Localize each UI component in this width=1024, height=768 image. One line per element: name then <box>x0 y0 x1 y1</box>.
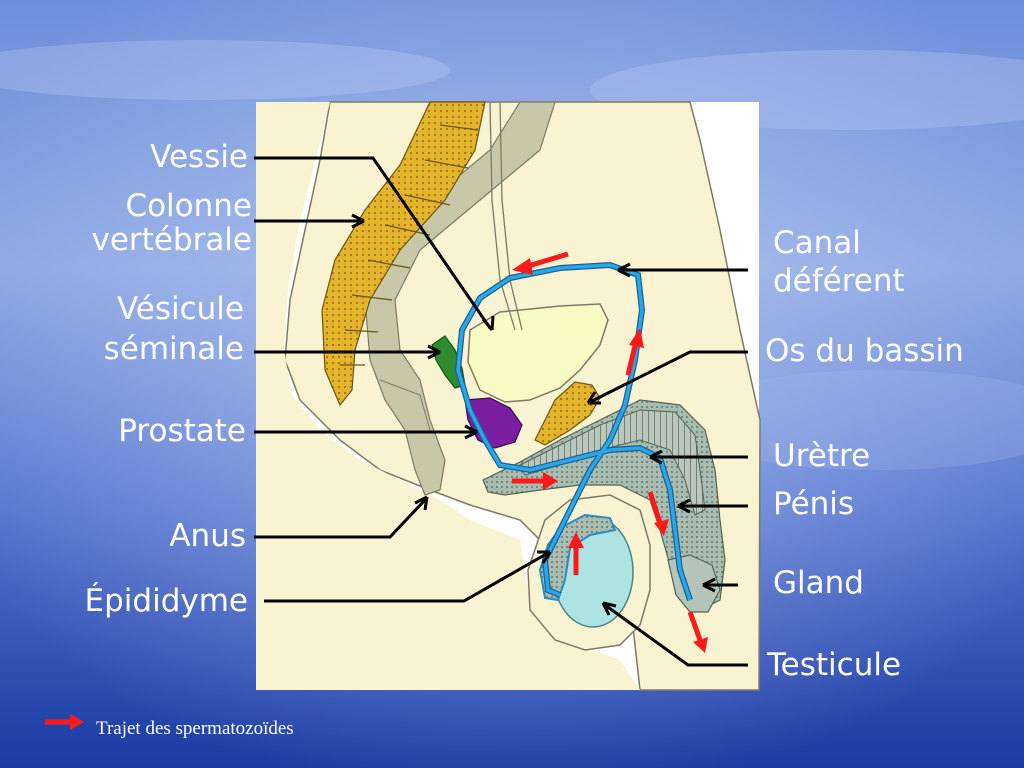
bladder-shape <box>467 303 609 403</box>
label-epididyme: Épididyme <box>84 583 248 619</box>
label-canal-line2: déférent <box>773 263 905 299</box>
label-canal-deferent: Canal déférent <box>773 226 905 298</box>
pointer-lines <box>254 156 748 667</box>
label-penis: Pénis <box>773 486 855 522</box>
label-prostate: Prostate <box>118 413 246 449</box>
legend-arrow-icon <box>45 714 84 730</box>
label-vessie: Vessie <box>150 139 248 175</box>
label-anus: Anus <box>169 518 246 554</box>
label-colonne-line2: vertébrale <box>91 222 253 258</box>
label-canal-line1: Canal <box>773 225 861 261</box>
prostate-shape <box>464 397 523 449</box>
label-uretre: Urètre <box>773 438 871 474</box>
label-vesicule-seminale: Vésicule séminale <box>104 292 244 366</box>
label-colonne-vertebrale: Colonne vertébrale <box>92 189 253 257</box>
label-colonne-line1: Colonne <box>125 188 252 224</box>
label-testicule: Testicule <box>767 647 902 683</box>
label-os-du-bassin: Os du bassin <box>765 333 964 369</box>
label-vesicule-line2: séminale <box>103 331 244 367</box>
legend-text: Trajet des spermatozoïdes <box>96 718 294 739</box>
label-gland: Gland <box>773 565 864 601</box>
label-vesicule-line1: Vésicule <box>116 291 244 327</box>
sperm-path-arrows <box>512 251 708 653</box>
anatomy-diagram <box>256 101 761 691</box>
